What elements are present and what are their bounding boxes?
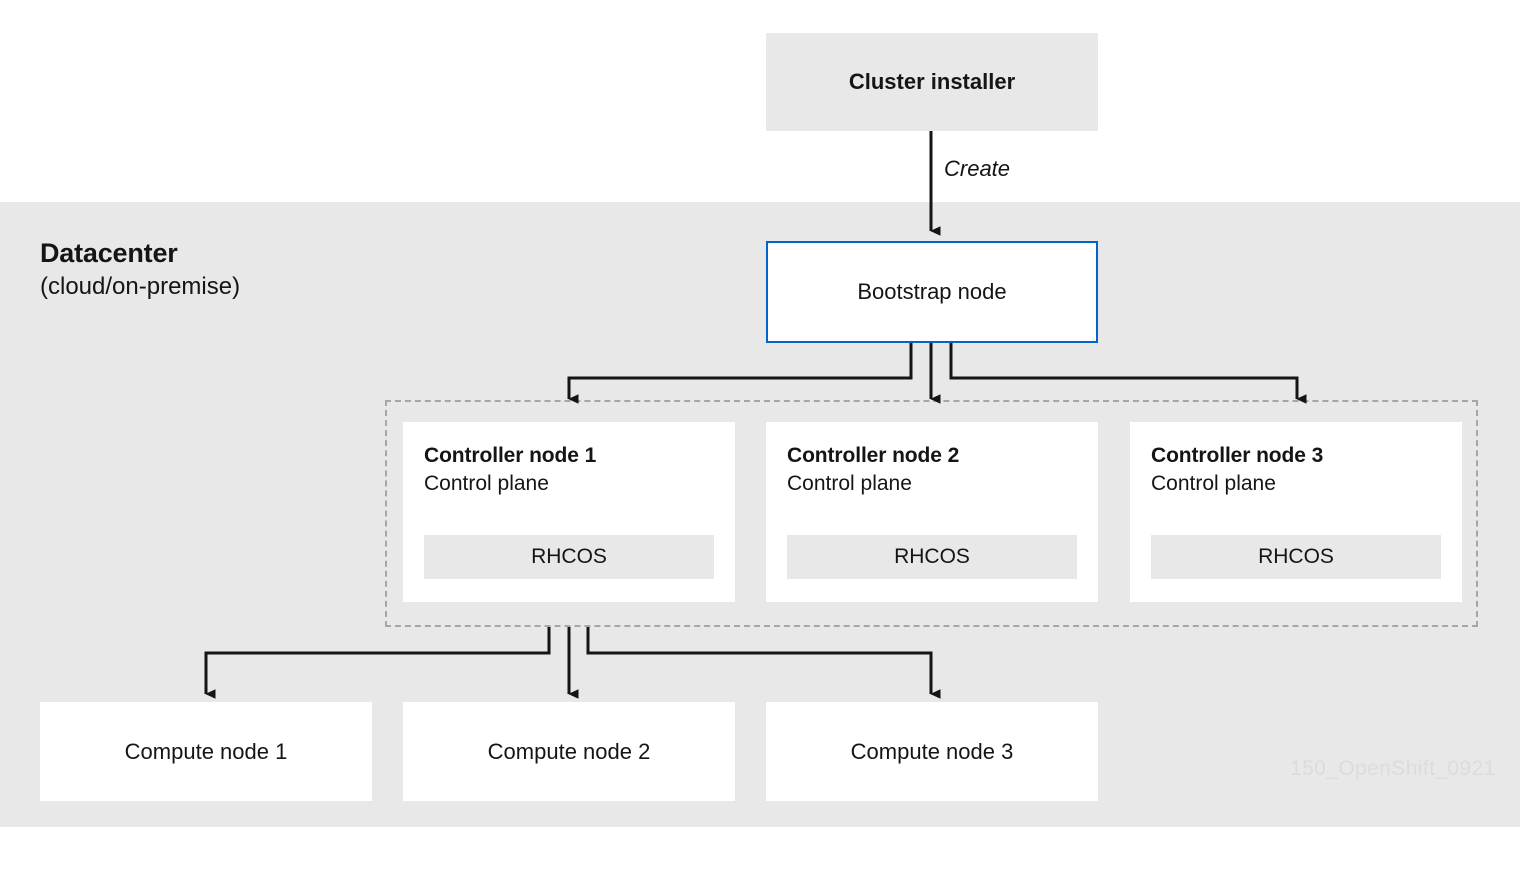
create-edge-label: Create (944, 156, 1011, 181)
compute-node-1-label: Compute node 1 (124, 738, 288, 764)
compute-node-3-card[interactable]: Compute node 3 (766, 702, 1098, 801)
compute-node-2-card[interactable]: Compute node 2 (403, 702, 735, 801)
compute-node-1-card[interactable]: Compute node 1 (40, 702, 372, 801)
controller-node-1-title: Controller node 1 (424, 444, 597, 467)
bootstrap-node-label: Bootstrap node (857, 279, 1007, 304)
controller-node-1-card[interactable]: Controller node 1 Control plane RHCOS (403, 422, 735, 602)
compute-node-3-label: Compute node 3 (850, 738, 1014, 764)
controller-node-2-title: Controller node 2 (787, 444, 960, 467)
compute-node-2-label: Compute node 2 (487, 738, 651, 764)
controller-node-3-role: Control plane (1151, 472, 1276, 495)
controller-node-2-card[interactable]: Controller node 2 Control plane RHCOS (766, 422, 1098, 602)
cluster-installer-box[interactable]: Cluster installer (766, 33, 1098, 131)
controller-node-1-role: Control plane (424, 472, 549, 495)
controller-node-3-title: Controller node 3 (1151, 444, 1324, 467)
controller-node-1-os-badge: RHCOS (424, 535, 714, 579)
datacenter-title: Datacenter (40, 238, 178, 268)
datacenter-label: Datacenter (cloud/on-premise) (40, 237, 240, 302)
bootstrap-node-box[interactable]: Bootstrap node (766, 241, 1098, 343)
datacenter-subtitle: (cloud/on-premise) (40, 273, 241, 301)
controller-node-2-os-badge: RHCOS (787, 535, 1077, 579)
controller-node-2-role: Control plane (787, 472, 912, 495)
controller-node-3-os-badge: RHCOS (1151, 535, 1441, 579)
controller-node-3-card[interactable]: Controller node 3 Control plane RHCOS (1130, 422, 1462, 602)
watermark-label: 150_OpenShift_0921 (1290, 757, 1496, 780)
cluster-installer-label: Cluster installer (848, 69, 1016, 94)
